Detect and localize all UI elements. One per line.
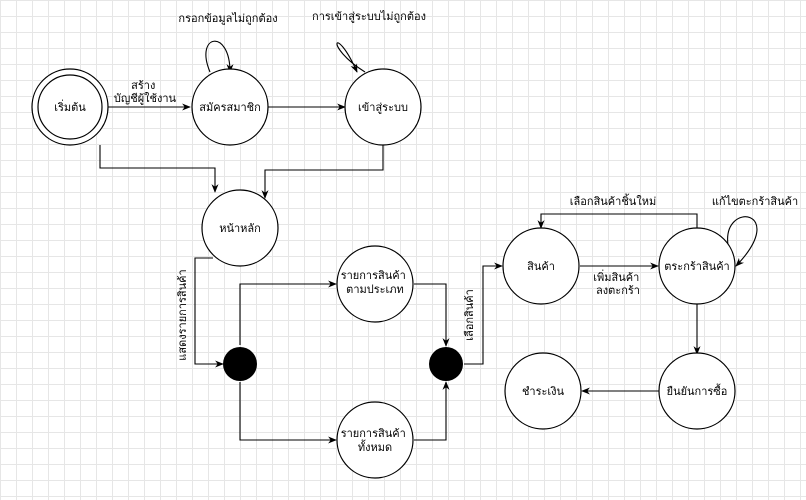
svg-text:เริ่มต้น: เริ่มต้น [54, 99, 86, 114]
state-product[interactable]: สินค้า [502, 227, 580, 305]
join-node [429, 347, 463, 381]
edge-cart-to-product [537, 213, 698, 229]
state-home[interactable]: หน้าหลัก [201, 189, 279, 267]
fork-node [223, 347, 257, 381]
state-login[interactable]: เข้าสู่ระบบ [344, 68, 422, 146]
svg-text:เข้าสู่ระบบ: เข้าสู่ระบบ [358, 101, 408, 114]
svg-text:หน้าหลัก: หน้าหลัก [219, 222, 261, 235]
label-invalid-input: กรอกข้อมูลไม่ถูกต้อง [178, 12, 277, 25]
edges [99, 40, 758, 444]
edge-home-to-fork [194, 257, 224, 368]
label-add-to-cart: เพิ่มสินค้า ลงตะกร้า [593, 269, 643, 297]
label-invalid-login: การเข้าสู่ระบบไม่ถูกต้อง [312, 10, 426, 23]
edge-cart-self-loop [727, 216, 758, 267]
edge-start-to-home [99, 145, 219, 193]
svg-text:รายการสินค้า ตามประเภท: รายการสินค้า ตามประเภท [341, 269, 410, 296]
label-show-products: แสดงรายการสินค้า [176, 269, 189, 360]
edge-register-self-loop [205, 40, 234, 73]
state-start[interactable]: เริ่มต้น [31, 68, 109, 146]
state-register[interactable]: สมัครสมาชิก [191, 68, 269, 146]
label-edit-cart: แก้ไขตะกร้าสินค้า [712, 195, 798, 208]
svg-text:รายการสินค้า ทั้งหมด: รายการสินค้า ทั้งหมด [341, 427, 410, 454]
svg-text:ยืนยันการซื้อ: ยืนยันการซื้อ [667, 383, 728, 398]
edge-fork-to-all [239, 382, 337, 444]
label-create-account: สร้าง บัญชีผู้ใช้งาน [114, 79, 177, 105]
label-choose-product: เลือกสินค้า [463, 289, 476, 341]
svg-text:ตระกร้าสินค้า: ตระกร้าสินค้า [664, 260, 729, 273]
edge-fork-to-category [239, 280, 337, 345]
state-category-products[interactable]: รายการสินค้า ตามประเภท [336, 245, 414, 323]
state-confirm[interactable]: ยืนยันการซื้อ [658, 352, 736, 430]
edge-labels: สร้าง บัญชีผู้ใช้งาน กรอกข้อมูลไม่ถูกต้อ… [114, 10, 798, 361]
state-all-products[interactable]: รายการสินค้า ทั้งหมด [336, 401, 414, 479]
edge-login-to-home [261, 145, 384, 199]
svg-text:สินค้า: สินค้า [527, 260, 555, 273]
svg-text:ชำระเงิน: ชำระเงิน [522, 385, 565, 398]
edge-all-to-join [414, 381, 450, 441]
edge-category-to-join [414, 283, 450, 347]
state-cart[interactable]: ตระกร้าสินค้า [658, 227, 736, 305]
label-choose-more: เลือกสินค้าชิ้นใหม่ [570, 193, 656, 208]
edge-join-to-product [464, 262, 503, 365]
svg-text:สมัครสมาชิก: สมัครสมาชิก [199, 101, 261, 114]
edge-login-self-loop [336, 42, 366, 73]
state-payment[interactable]: ชำระเงิน [504, 352, 582, 430]
